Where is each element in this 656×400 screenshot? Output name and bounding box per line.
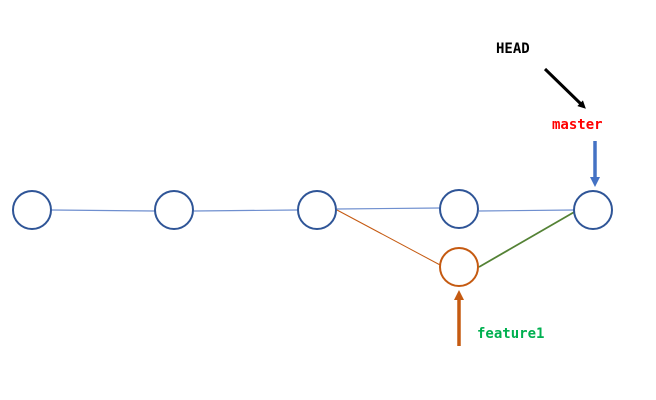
commit-node-2: [154, 190, 194, 230]
commit-node-3: [297, 190, 337, 230]
commit-node-5: [573, 190, 613, 230]
commit-node-1: [12, 190, 52, 230]
edge-c2-c3: [193, 209, 298, 212]
master-branch-label: master: [552, 117, 603, 133]
edge-c3-feature: [336, 209, 443, 267]
edge-feature-c5: [478, 210, 577, 268]
edge-c4-c5: [478, 209, 575, 212]
head-label: HEAD: [496, 41, 530, 57]
edge-c3-c4: [336, 207, 441, 210]
feature1-branch-label: feature1: [477, 326, 545, 342]
edge-c1-c2: [51, 209, 156, 212]
head-arrow: [543, 67, 586, 109]
commit-node-feature: [439, 247, 479, 287]
commit-node-4: [439, 189, 479, 229]
